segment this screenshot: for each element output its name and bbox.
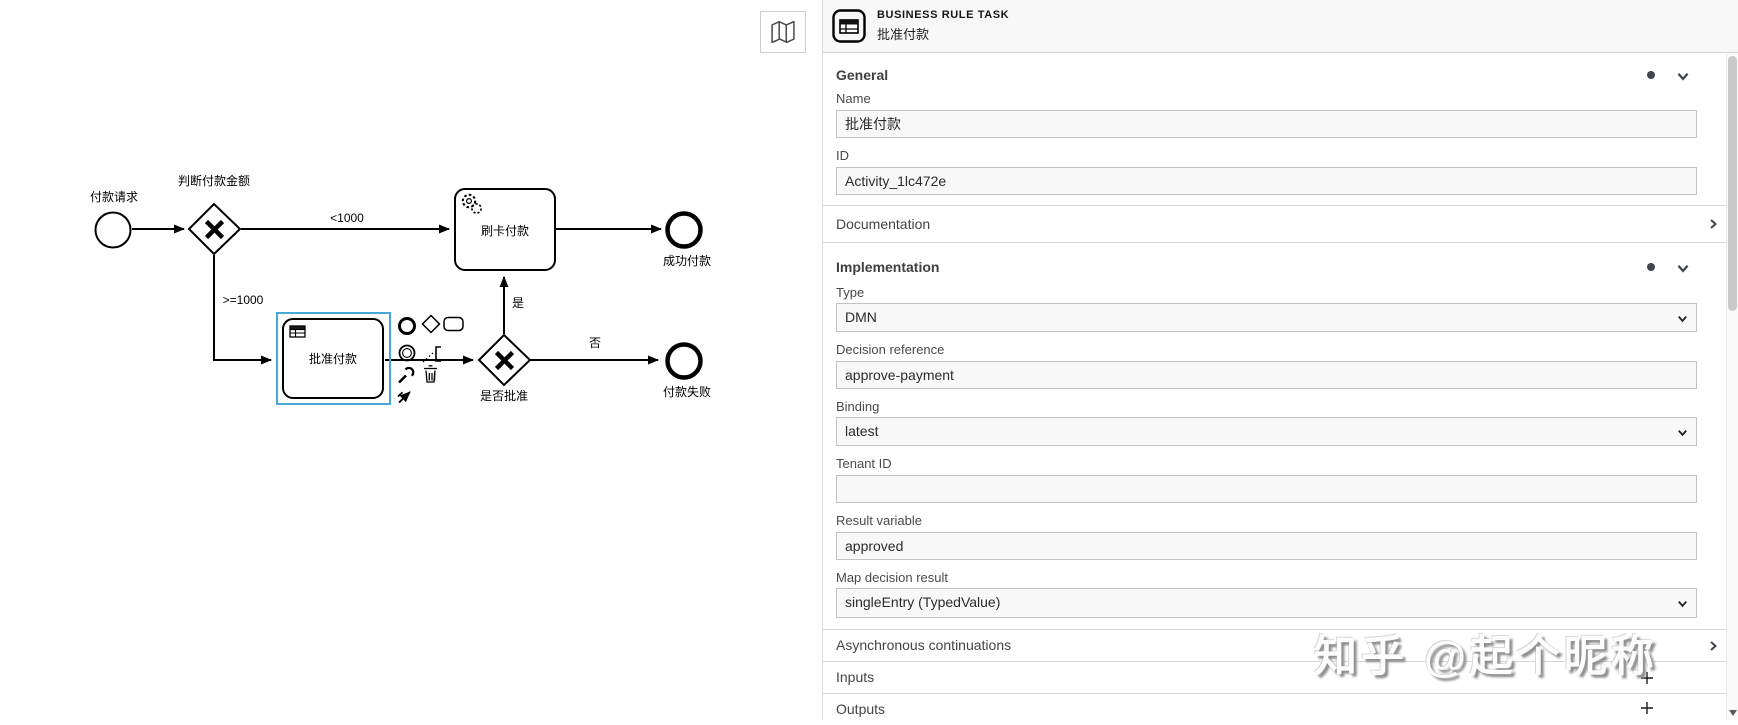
chevron-down-icon[interactable]: [1675, 68, 1691, 84]
business-rule-table-icon: [289, 325, 306, 338]
service-task-gear-icon: [461, 193, 482, 214]
properties-panel: BUSINESS RULE TASK 批准付款 General Name ID …: [823, 0, 1738, 720]
chevron-down-icon: [1678, 316, 1687, 323]
map-decision-result-value: singleEntry (TypedValue): [845, 594, 1001, 610]
chevron-right-icon[interactable]: [1706, 217, 1720, 231]
section-general-title: General: [836, 67, 889, 83]
add-input-button[interactable]: [1639, 670, 1655, 686]
element-name-subtitle: 批准付款: [877, 27, 930, 42]
wrench-icon[interactable]: [398, 366, 415, 384]
append-task-icon[interactable]: [443, 316, 464, 332]
panel-header: BUSINESS RULE TASK 批准付款: [823, 0, 1738, 53]
business-rule-task-icon: [832, 9, 866, 43]
flow-gte-label: >=1000: [223, 293, 264, 307]
section-async-continuations-title: Asynchronous continuations: [836, 637, 1012, 653]
section-documentation-header[interactable]: Documentation: [823, 206, 1726, 243]
service-task[interactable]: [454, 188, 556, 271]
gateway-amount-label: 判断付款金额: [178, 173, 250, 188]
flow-gte1000[interactable]: [213, 255, 272, 365]
general-data-dot: [1647, 71, 1655, 79]
append-gateway-icon[interactable]: [421, 314, 441, 334]
type-label: Type: [836, 285, 865, 300]
flow-yes-label: 是: [512, 296, 524, 310]
chevron-down-icon[interactable]: [1675, 260, 1691, 276]
section-implementation-title: Implementation: [836, 259, 940, 275]
context-pad: [397, 314, 464, 404]
tenant-id-input[interactable]: [836, 475, 1697, 503]
map-decision-result-label: Map decision result: [836, 570, 948, 585]
section-implementation-header[interactable]: Implementation: [836, 255, 1697, 279]
scrollbar-down-arrow-icon[interactable]: [1729, 710, 1737, 716]
panel-scrollbar[interactable]: [1726, 53, 1738, 720]
flow-lt-label: <1000: [330, 211, 364, 225]
element-type-title: BUSINESS RULE TASK: [877, 9, 1010, 21]
section-documentation-title: Documentation: [836, 216, 931, 232]
binding-select[interactable]: latest: [836, 417, 1697, 446]
flow-no-label: 否: [589, 336, 601, 350]
panel-content: General Name ID Documentation Implementa…: [823, 53, 1726, 721]
section-async-continuations-header[interactable]: Asynchronous continuations: [823, 630, 1726, 662]
service-task-label: 刷卡付款: [481, 224, 529, 238]
section-outputs-title: Outputs: [836, 701, 886, 717]
gateway-approve-label: 是否批准: [480, 388, 528, 403]
type-select-value: DMN: [845, 309, 877, 325]
section-general: General Name ID: [823, 53, 1726, 206]
end-success-label: 成功付款: [663, 254, 711, 268]
append-intermediate-event-icon[interactable]: [398, 344, 416, 362]
gateway-amount-x-marker: [204, 219, 225, 240]
end-event-success[interactable]: [665, 211, 703, 249]
chevron-down-icon: [1678, 430, 1687, 437]
append-intermediate-event-inner: [402, 348, 412, 358]
canvas-panel-divider: [822, 0, 823, 720]
start-event[interactable]: [94, 211, 132, 249]
binding-label: Binding: [836, 399, 880, 414]
type-select[interactable]: DMN: [836, 303, 1697, 332]
section-implementation: Implementation Type DMN Decision referen…: [823, 243, 1726, 630]
map-decision-result-select[interactable]: singleEntry (TypedValue): [836, 588, 1697, 618]
decision-reference-input[interactable]: [836, 361, 1697, 389]
binding-select-value: latest: [845, 423, 879, 439]
end-event-fail[interactable]: [665, 342, 703, 380]
id-input[interactable]: [836, 167, 1697, 195]
tenant-id-label: Tenant ID: [836, 456, 892, 471]
end-fail-label: 付款失败: [663, 384, 711, 399]
business-rule-task-label: 批准付款: [309, 351, 357, 366]
add-output-button[interactable]: [1639, 700, 1655, 716]
section-general-header[interactable]: General: [836, 63, 1697, 87]
start-event-label: 付款请求: [90, 190, 138, 204]
id-label: ID: [836, 148, 849, 163]
section-outputs-header[interactable]: Outputs: [823, 694, 1726, 721]
gateway-approve-x-marker: [494, 350, 515, 371]
result-variable-label: Result variable: [836, 513, 922, 528]
chevron-right-icon[interactable]: [1706, 639, 1720, 653]
business-rule-task[interactable]: [282, 318, 384, 399]
scrollbar-thumb[interactable]: [1728, 56, 1737, 311]
section-inputs-title: Inputs: [836, 669, 875, 685]
map-icon: [771, 20, 795, 44]
bpmn-canvas[interactable]: 付款请求 判断付款金额 <1000 >=1000 刷卡付款 成功付款 批准付款: [0, 0, 823, 720]
result-variable-input[interactable]: [836, 532, 1697, 560]
connect-tool-icon[interactable]: [397, 391, 411, 404]
name-label: Name: [836, 91, 871, 106]
minimap-toggle-button[interactable]: [760, 11, 806, 53]
trash-icon[interactable]: [424, 365, 437, 383]
implementation-data-dot: [1647, 263, 1655, 271]
name-input[interactable]: [836, 110, 1697, 138]
section-inputs-header[interactable]: Inputs: [823, 662, 1726, 694]
append-end-event-icon[interactable]: [398, 317, 416, 335]
decision-reference-label: Decision reference: [836, 342, 945, 357]
chevron-down-icon: [1678, 601, 1687, 608]
append-text-annotation-icon[interactable]: [422, 346, 441, 363]
selection-outline: [276, 312, 391, 405]
